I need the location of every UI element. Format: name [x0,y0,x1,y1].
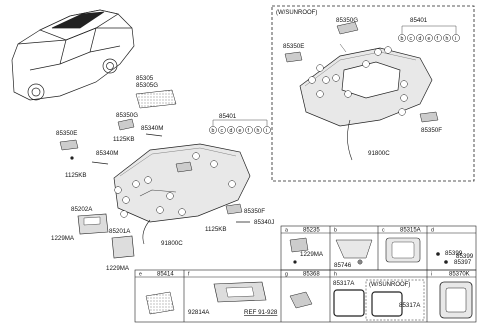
svg-text:f: f [248,128,250,134]
part-85305G: 85305G [136,82,158,89]
grid-headers: a 85235 b c 85315A d e 85414 f g 85368 h… [139,228,470,278]
sunroof-85350G-shape [336,21,359,35]
part-85401-main: 85401 [219,113,237,120]
grid-letter-c: c [382,228,385,234]
sunroof-85350F-shape [419,111,439,123]
part-1229MA-a: 1229MA [51,235,75,242]
sunroof-opening [341,61,401,99]
grid-part-g: 85368 [303,272,320,278]
part-85401-sunroof: 85401 [410,17,428,24]
svg-text:i: i [455,36,456,42]
part-85201A: 85201A [109,228,131,235]
part-1125KB-b: 1125KB [65,172,87,179]
svg-text:e: e [239,128,242,134]
svg-text:d: d [419,36,422,42]
svg-text:c: c [221,128,224,134]
grid-h-85317A: 85317A [333,280,355,287]
svg-text:e: e [428,36,431,42]
sunroof-callout-row [398,34,460,42]
part-85340M-a: 85340M [141,125,163,132]
part-85350F-main: 85350F [244,208,265,215]
sun-visor-left [111,235,135,259]
grid-letter-i: i [431,272,432,278]
sunroof-box: (W/SUNROOF) 85350G 85401 85350E 85350F 9… [271,5,475,182]
grid-f-ref: REF 91-928 [244,309,278,316]
grid-h-85317A-b: 85317A [399,302,421,309]
part-1125KB-c: 1125KB [205,226,227,233]
sunroof-callout-letters: b c d e f h i [401,36,457,42]
svg-text:h: h [446,36,449,42]
part-85350G-sunroof: 85350G [336,17,358,24]
main-callout-letters: b c d e f h i [212,128,268,134]
part-85350E-sunroof: 85350E [283,43,304,50]
svg-text:h: h [257,128,260,134]
part-85350F-sunroof: 85350F [421,127,442,134]
sunroof-85350E-shape [284,51,303,63]
main-assembly: 85305 85305G 85401 b c d e f h i 85350G … [51,75,274,272]
grid-part-a: 85235 [303,228,320,234]
svg-text:d: d [230,128,233,134]
grid-a-1229MA: 1229MA [300,251,324,258]
sunroof-box-border [271,5,475,182]
grid-letter-a: a [285,228,288,234]
main-callout-row [209,126,271,134]
sunroof-panel-85305 [135,89,177,109]
car-sunroof-glass [51,11,105,29]
grid-letter-e: e [139,272,142,278]
grid-letter-h: h [334,272,337,278]
car-illustration [11,9,135,101]
part-85350E-main: 85350E [56,130,77,137]
part-85202A: 85202A [71,206,93,213]
grid-contents: 1229MA 85746 85399 85399 85397 92814A RE… [145,237,474,321]
grid-d-85399b: 85399 [456,253,474,260]
svg-text:f: f [437,36,439,42]
svg-text:b: b [212,128,215,134]
part-1125KB-a: 1125KB [113,136,135,143]
part-91800C-sunroof: 91800C [368,150,390,157]
part-85350G-main: 85350G [116,112,138,119]
part-85340M-b: 85340M [96,150,118,157]
grid-h-sunroof: (W/SUNROOF) [369,282,410,288]
grid-d-85397: 85397 [454,259,472,266]
part-1229MA-b: 1229MA [106,265,130,272]
parts-grid [134,225,477,323]
grid-letter-g: g [285,272,288,278]
grid-b-85746: 85746 [334,262,352,269]
grid-part-i: 85370K [449,272,470,278]
grid-letter-d: d [431,228,434,234]
part-85340J: 85340J [254,219,274,226]
grid-part-c: 85315A [400,228,421,234]
sunroof-box-title: (W/SUNROOF) [276,10,317,16]
grid-f-92814A: 92814A [188,309,210,316]
sunroof-scatter-callouts [308,46,408,116]
svg-text:c: c [410,36,413,42]
svg-text:i: i [266,128,267,134]
part-85305: 85305 [136,75,154,82]
grid-d-85399: 85399 [445,250,463,257]
grid-letter-b: b [334,228,337,234]
main-scatter-callouts [114,152,236,218]
part-91800C-main: 91800C [161,240,183,247]
grid-row-2 [134,269,477,323]
grid-part-e: 85414 [157,272,174,278]
svg-text:b: b [401,36,404,42]
grid-letter-f: f [188,272,190,278]
